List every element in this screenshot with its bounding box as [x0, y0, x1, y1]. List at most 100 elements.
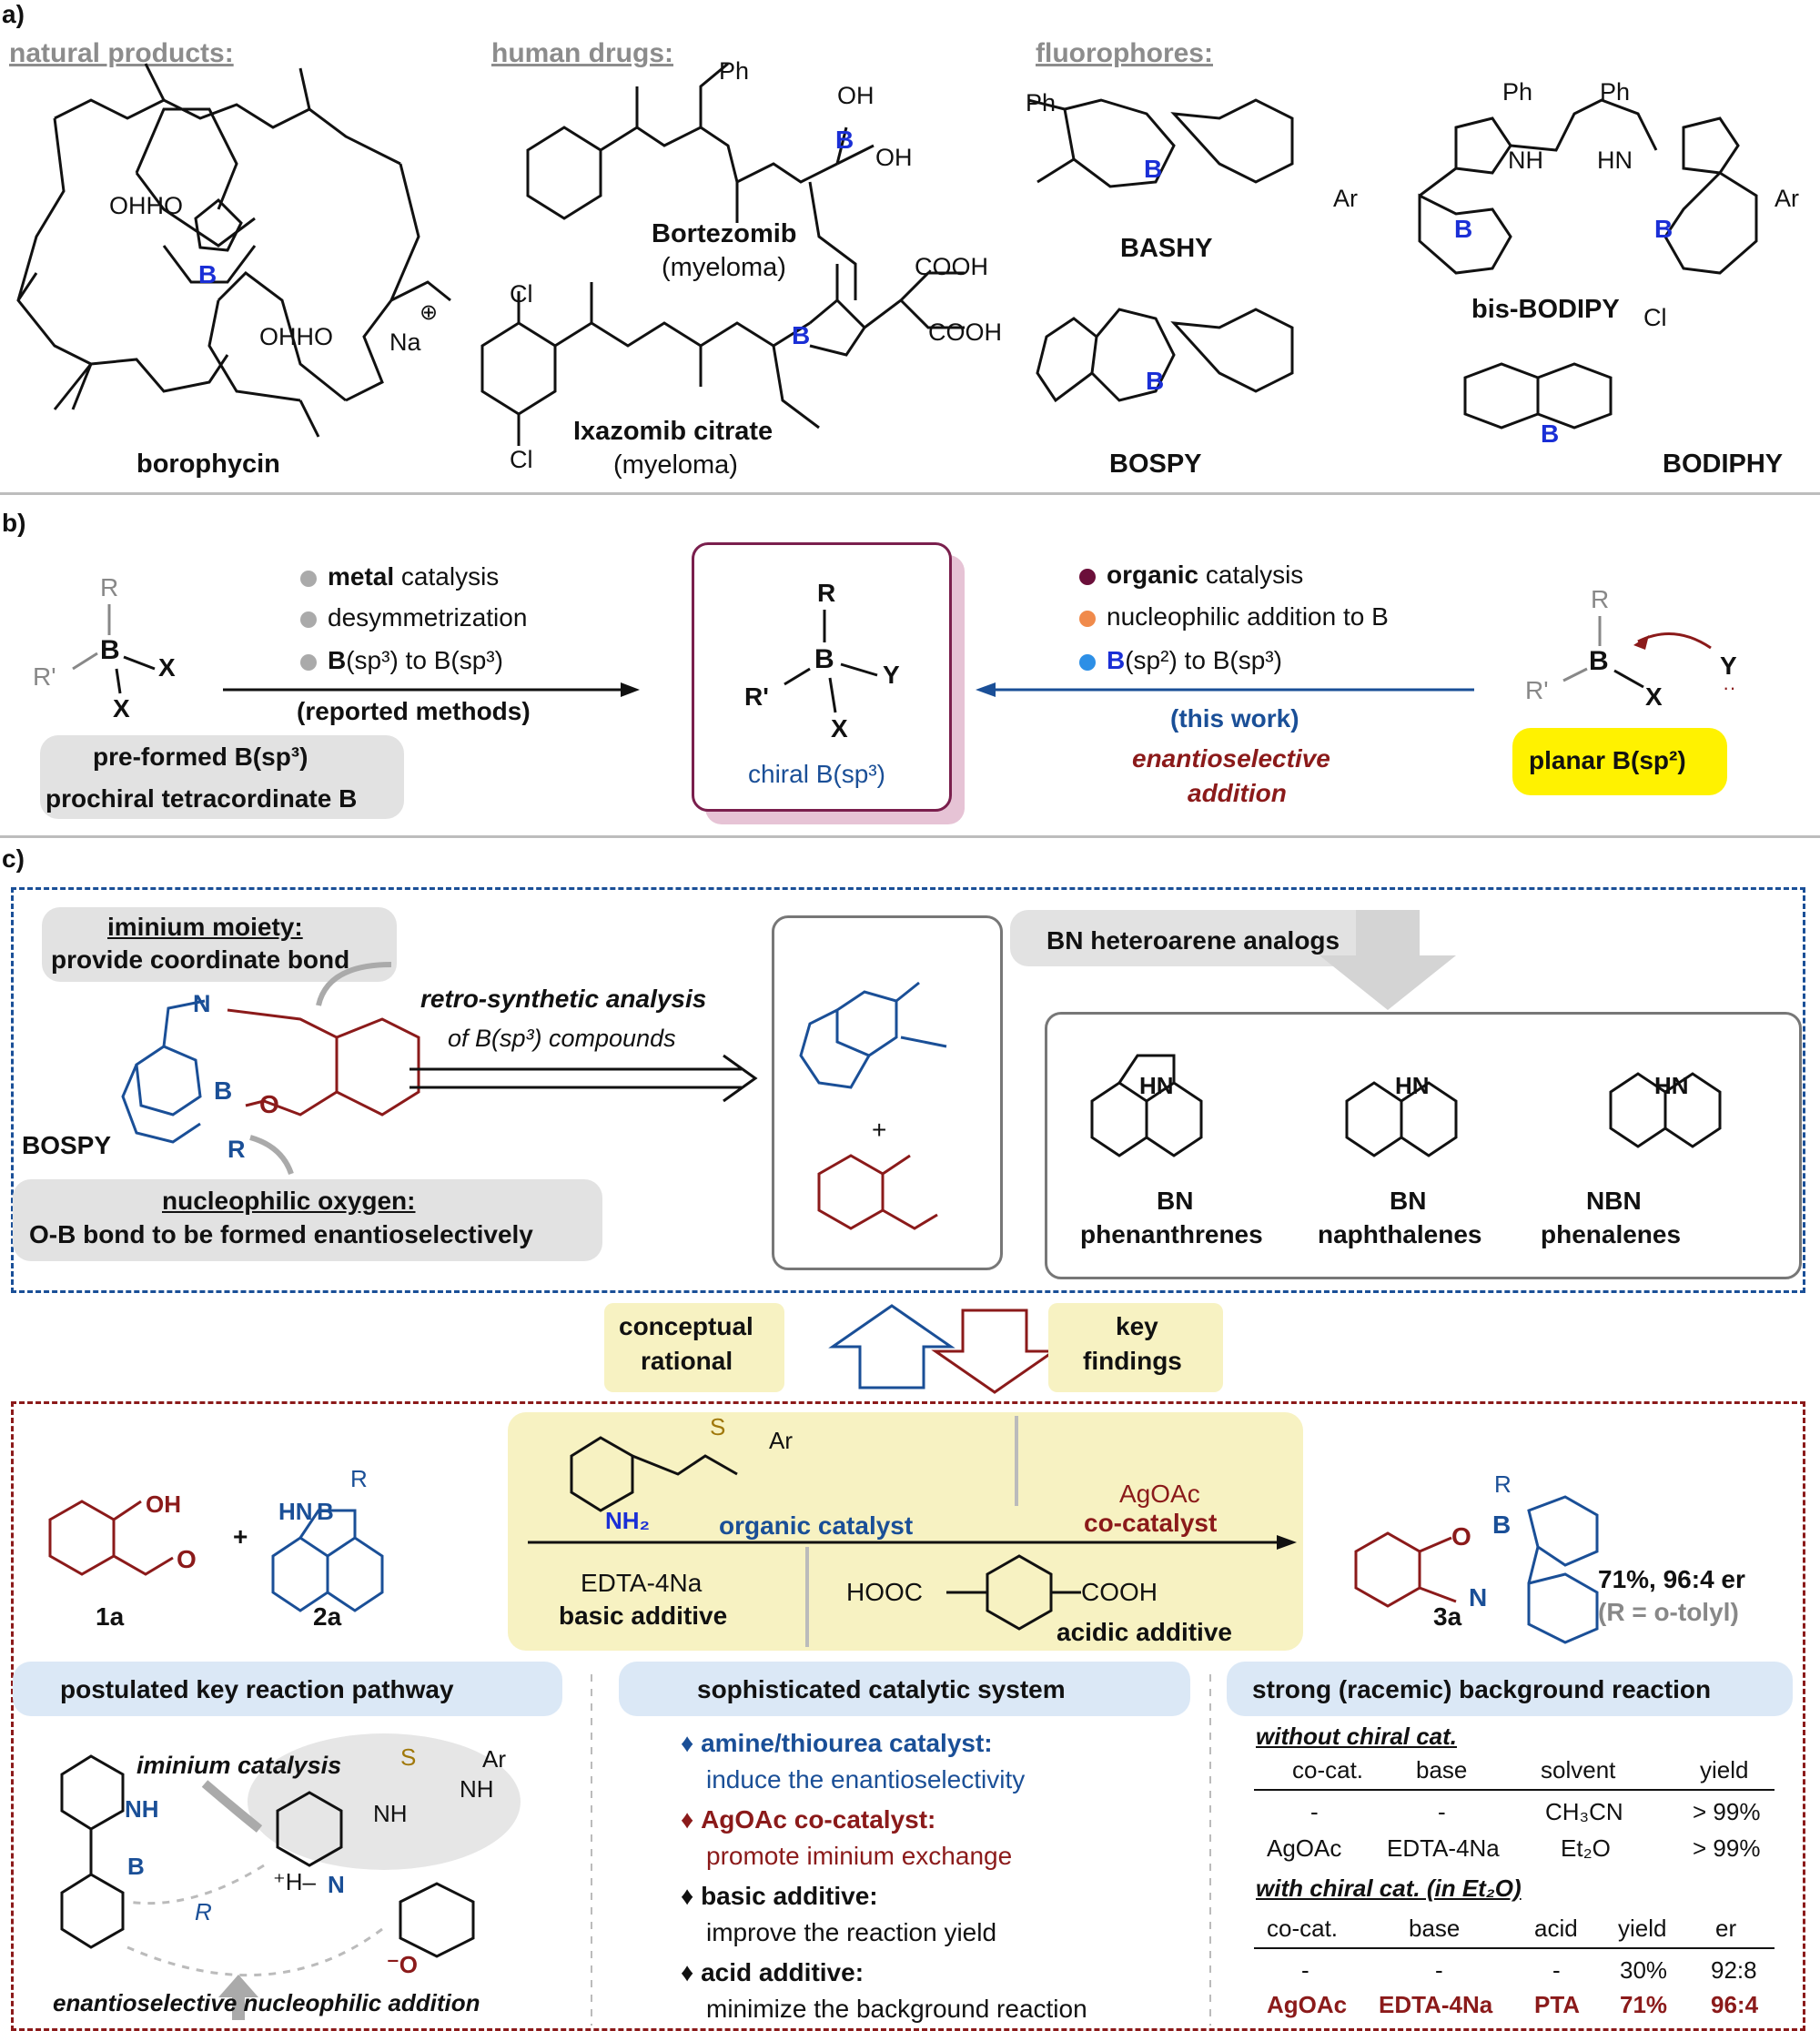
background-header-box [1227, 1662, 1793, 1716]
iminium-catalysis-label: iminium catalysis [136, 1752, 342, 1779]
borophycin-name: borophycin [136, 450, 280, 479]
table1-rule [1254, 1789, 1774, 1791]
bashy-ph: Ph [1026, 89, 1057, 116]
bisbodipy-ph-left: Ph [1502, 78, 1533, 106]
bisbodipy-ph-right: Ph [1600, 78, 1631, 106]
oxygen-title: nucleophilic oxygen: [162, 1187, 416, 1215]
system-item-2: ♦ AgOAc co-catalyst: [681, 1805, 936, 1834]
bis-bodipy-structure [1418, 98, 1758, 429]
bisbodipy-nh: NH [1508, 147, 1543, 174]
system-item-4-body: minimize the background reaction [706, 1995, 1087, 2023]
pathway-ar: Ar [482, 1745, 506, 1773]
bospy-label: BOSPY [22, 1131, 112, 1159]
bashy-boron: B [1144, 155, 1163, 183]
table2-col-er: er [1715, 1915, 1737, 1942]
3a-o: O [1451, 1522, 1471, 1551]
left-bonds [72, 604, 156, 694]
3a-r: R [1494, 1470, 1512, 1498]
ixazomib-structure [480, 264, 965, 446]
cocatalyst-label: co-catalyst [1084, 1509, 1218, 1537]
table2-r2-c1: AgOAc [1267, 1991, 1348, 2018]
ixazomib-boron: B [792, 321, 811, 349]
table2-r2-c4: 71% [1620, 1991, 1668, 2018]
analog-3-l1: NBN [1586, 1187, 1642, 1215]
compound-3a: 3a [1433, 1602, 1462, 1631]
center-rprime: R' [744, 682, 769, 711]
table2-r2-c5: 96:4 [1711, 1991, 1759, 2018]
right-bullet-3: B(sp²) to B(sp³) [1079, 648, 1282, 673]
analog-2-l1: BN [1390, 1187, 1427, 1215]
bodiphy-name: BODIPHY [1663, 450, 1784, 479]
human-drugs-header: human drugs: [491, 38, 673, 68]
1a-oh: OH [146, 1490, 181, 1518]
updown-arrows-icon [828, 1304, 1058, 1394]
table1-r2-c1: AgOAc [1267, 1834, 1342, 1862]
bisbodipy-ar-left: Ar [1333, 185, 1358, 212]
left-bullet-3: B(sp³) to B(sp³) [300, 648, 503, 673]
preformed-line2: prochiral tetracordinate B [46, 784, 358, 813]
panel-c-label: c) [2, 844, 25, 873]
left-rprime: R' [33, 662, 56, 691]
table2-r2-c2: EDTA-4Na [1379, 1991, 1493, 2018]
borophycin-structure [16, 63, 451, 438]
retro-title: retro-synthetic analysis [420, 985, 707, 1013]
analog-1-l1: BN [1157, 1187, 1194, 1215]
oxygen-box [13, 1179, 602, 1261]
center-r: R [817, 579, 836, 607]
pathway-b: B [127, 1853, 145, 1880]
result-r: (R = o-tolyl) [1598, 1598, 1739, 1626]
oxygen-desc: O-B bond to be formed enantioselectively [29, 1220, 533, 1248]
right-bullet-2: nucleophilic addition to B [1079, 604, 1389, 630]
key-findings-box [1048, 1303, 1223, 1392]
bis-bodipy-name: bis-BODIPY [1471, 295, 1620, 324]
system-item-4: ♦ acid additive: [681, 1958, 864, 1986]
bortezomib-boron: B [835, 126, 854, 154]
ixazomib-cooh-right: COOH [928, 318, 1002, 346]
panel-a-label: a) [2, 0, 25, 28]
acidic-additive-label: acidic additive [1057, 1618, 1232, 1646]
table1-r1-c4: > 99% [1693, 1798, 1761, 1825]
bashy-structure [1027, 98, 1294, 403]
synthon-structures [799, 981, 947, 1230]
bortezomib-name: Bortezomib [652, 219, 797, 248]
catalyst-s: S [710, 1413, 726, 1440]
2a-b: B [317, 1498, 334, 1525]
table1-r1-c2: - [1438, 1798, 1446, 1825]
conceptual-l1: conceptual [619, 1312, 753, 1340]
bisbodipy-ar-right: Ar [1774, 185, 1799, 212]
result-yield: 71%, 96:4 er [1598, 1565, 1745, 1593]
bospy-n: N [193, 990, 211, 1017]
table1-r2-c4: > 99% [1693, 1834, 1761, 1862]
catalyst-nh2: NH₂ [605, 1507, 651, 1534]
table2-r1-c4: 30% [1620, 1956, 1668, 1984]
center-boron: B [814, 644, 834, 674]
bnphen-hnb: HN [1139, 1072, 1174, 1099]
this-work-label: (this work) [1170, 704, 1299, 733]
bisbodipy-hn: HN [1597, 147, 1633, 174]
borophycin-ohho-top: OHHO [109, 192, 183, 219]
bullet-dot [1079, 653, 1096, 671]
enantio-addition-label: enantioselective nucleophilic addition [53, 1989, 480, 2016]
system-item-3: ♦ basic additive: [681, 1882, 878, 1910]
system-header: sophisticated catalytic system [697, 1675, 1066, 1703]
table1-col-base: base [1416, 1756, 1468, 1783]
table2-r1-c5: 92:8 [1711, 1956, 1757, 1984]
nbn-hnb: HN [1654, 1072, 1689, 1099]
bortezomib-ph: Ph [719, 57, 750, 85]
bisbodipy-cl: Cl [1643, 304, 1667, 331]
reported-methods-label: (reported methods) [297, 697, 531, 725]
right-x: X [1645, 682, 1663, 711]
bospy-structure [121, 962, 420, 1176]
left-x1: X [158, 653, 176, 682]
right-r: R [1591, 585, 1610, 613]
table1-col-cocat: co-cat. [1292, 1756, 1364, 1783]
key-l2: findings [1083, 1347, 1182, 1375]
table2-col-base: base [1409, 1915, 1461, 1942]
right-bullet-1: organic catalysis [1079, 562, 1303, 588]
bullet-dot [1079, 568, 1096, 585]
bospy-name-a: BOSPY [1109, 450, 1202, 479]
chiral-box [692, 542, 952, 812]
system-item-3-body: improve the reaction yield [706, 1918, 997, 1946]
table2-title: with chiral cat. (in Et₂O) [1256, 1874, 1522, 1902]
